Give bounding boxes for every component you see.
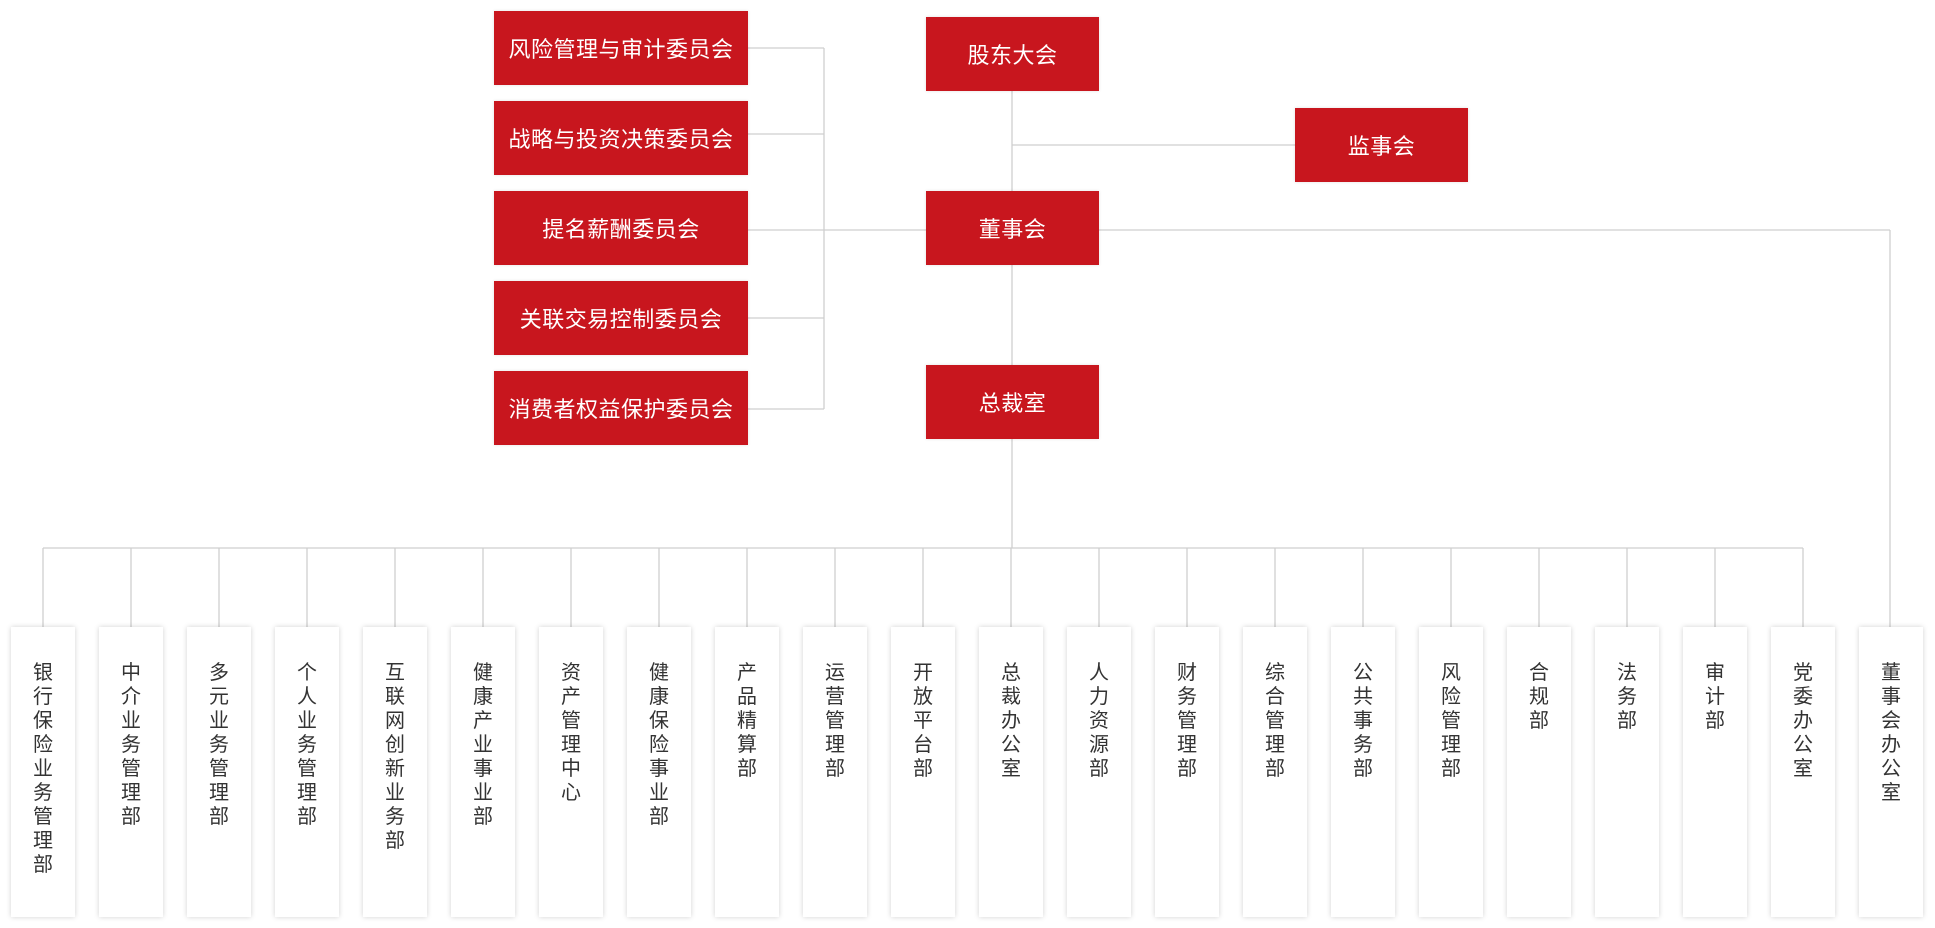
department-label: 风险管理部 (1441, 662, 1461, 780)
department-label: 法务部 (1617, 662, 1637, 732)
committee-nomination-remuneration-box: 提名薪酬委员会 (494, 191, 748, 265)
department-label: 党委办公室 (1793, 662, 1813, 780)
department-box: 运营管理部 (803, 627, 867, 917)
department-box: 互联网创新业务部 (363, 627, 427, 917)
department-label: 个人业务管理部 (297, 662, 317, 828)
department-box: 多元业务管理部 (187, 627, 251, 917)
department-box: 合规部 (1507, 627, 1571, 917)
department-label: 健康保险事业部 (649, 662, 669, 828)
department-box: 健康产业事业部 (451, 627, 515, 917)
president-office-box: 总裁室 (926, 365, 1099, 439)
committee-related-transactions-box: 关联交易控制委员会 (494, 281, 748, 355)
department-label: 运营管理部 (825, 662, 845, 780)
department-box: 综合管理部 (1243, 627, 1307, 917)
department-label: 开放平台部 (913, 662, 933, 780)
department-label: 审计部 (1705, 662, 1725, 732)
department-label: 合规部 (1529, 662, 1549, 732)
department-box: 法务部 (1595, 627, 1659, 917)
department-label: 多元业务管理部 (209, 662, 229, 828)
department-box: 中介业务管理部 (99, 627, 163, 917)
department-box: 风险管理部 (1419, 627, 1483, 917)
department-label: 董事会办公室 (1881, 662, 1901, 804)
department-box: 银行保险业务管理部 (11, 627, 75, 917)
department-label: 银行保险业务管理部 (33, 662, 53, 876)
board-of-directors-box: 董事会 (926, 191, 1099, 265)
department-label: 产品精算部 (737, 662, 757, 780)
committee-consumer-protection-box: 消费者权益保护委员会 (494, 371, 748, 445)
department-label: 总裁办公室 (1001, 662, 1021, 780)
committee-risk-audit-box: 风险管理与审计委员会 (494, 11, 748, 85)
department-box: 人力资源部 (1067, 627, 1131, 917)
department-box: 财务管理部 (1155, 627, 1219, 917)
department-label: 互联网创新业务部 (385, 662, 405, 852)
department-box: 个人业务管理部 (275, 627, 339, 917)
shareholders-meeting-box: 股东大会 (926, 17, 1099, 91)
department-box: 资产管理中心 (539, 627, 603, 917)
committee-strategy-investment-box: 战略与投资决策委员会 (494, 101, 748, 175)
department-label: 中介业务管理部 (121, 662, 141, 828)
department-box: 公共事务部 (1331, 627, 1395, 917)
department-label: 公共事务部 (1353, 662, 1373, 780)
department-box: 董事会办公室 (1859, 627, 1923, 917)
department-box: 审计部 (1683, 627, 1747, 917)
department-box: 产品精算部 (715, 627, 779, 917)
department-label: 财务管理部 (1177, 662, 1197, 780)
department-box: 健康保险事业部 (627, 627, 691, 917)
department-label: 资产管理中心 (561, 662, 581, 804)
supervisory-board-box: 监事会 (1295, 108, 1468, 182)
department-label: 人力资源部 (1089, 662, 1109, 780)
department-box: 党委办公室 (1771, 627, 1835, 917)
department-box: 总裁办公室 (979, 627, 1043, 917)
department-label: 健康产业事业部 (473, 662, 493, 828)
department-label: 综合管理部 (1265, 662, 1285, 780)
department-box: 开放平台部 (891, 627, 955, 917)
